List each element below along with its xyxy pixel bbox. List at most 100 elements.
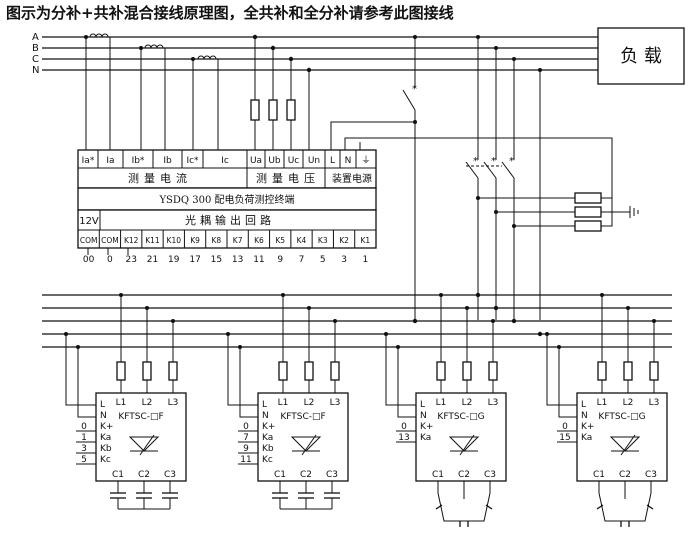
terminal-top-9: Un xyxy=(308,156,320,166)
terminal-top-2: Ib* xyxy=(132,156,145,166)
module-3-out-2: C3 xyxy=(645,470,657,480)
module-0-side-1: 1 xyxy=(81,433,87,443)
terminal-top-7: Ub xyxy=(268,156,281,166)
module-1-pin-3: Ka xyxy=(262,433,273,443)
wire-number-11: 5 xyxy=(320,255,326,265)
module-2-pin-3: Ka xyxy=(420,433,431,443)
module-0-side-2: 3 xyxy=(81,444,87,454)
module-3-side-0: 0 xyxy=(562,422,568,432)
module-1-pin-4: Kb xyxy=(262,444,274,454)
terminal-top-3: Ib xyxy=(163,156,172,166)
module-0-pin-3: Ka xyxy=(100,433,111,443)
load-box xyxy=(597,27,685,85)
module-2-out-2: C3 xyxy=(484,470,496,480)
load-label: 负 载 xyxy=(620,46,662,67)
terminal-top-12: ⏚ xyxy=(361,155,370,166)
module-1-out-0: C1 xyxy=(274,470,286,480)
module-3-pin-0: L xyxy=(581,400,586,410)
terminal-bottom-7: K7 xyxy=(233,236,243,245)
module-1-pin-0: L xyxy=(262,400,267,410)
group-current: 测量电流 xyxy=(128,171,192,185)
module-3-pin-3: Ka xyxy=(581,433,592,443)
module-2-side-0: 0 xyxy=(401,422,407,432)
module-2-model: KFTSC-□G xyxy=(437,412,484,422)
module-1-top-0: L1 xyxy=(278,398,289,408)
module-2-out-0: C1 xyxy=(432,470,444,480)
wire-number-13: 1 xyxy=(362,255,368,265)
terminal-top-8: Uc xyxy=(288,156,300,166)
terminal-top-11: N xyxy=(345,156,352,166)
ct-coil-a xyxy=(89,33,109,38)
wire-number-1: 0 xyxy=(107,255,113,265)
module-0-pin-0: L xyxy=(100,400,105,410)
module-2-top-2: L3 xyxy=(488,398,499,408)
svg-text:*: * xyxy=(509,156,514,167)
svg-text:*: * xyxy=(491,156,496,167)
diagram-title: 图示为分补+共补混合接线原理图，全共补和全分补请参考此图接线 xyxy=(6,4,454,22)
module-1-side-3: 11 xyxy=(240,455,251,465)
module-3-model: KFTSC-□G xyxy=(598,412,645,422)
terminal-bottom-11: K3 xyxy=(318,236,328,245)
module-0-out-0: C1 xyxy=(112,470,124,480)
terminal-bottom-9: K5 xyxy=(275,236,285,245)
top-bus: A B C N xyxy=(32,32,598,76)
ct-coil-b xyxy=(144,44,164,49)
module-1-model: KFTSC-□F xyxy=(280,412,325,422)
module-0-model: KFTSC-□F xyxy=(118,412,163,422)
module-1-side-0: 0 xyxy=(243,422,249,432)
module-0-pin-2: K+ xyxy=(100,422,113,432)
wire-number-9: 9 xyxy=(277,255,283,265)
module-0-out-2: C3 xyxy=(164,470,176,480)
terminal-block: YSDQ 300 配电负荷测控终端 12V 光耦输出回路 测量电流 测量电压 装… xyxy=(77,149,377,265)
module-1-side-2: 9 xyxy=(243,444,249,454)
module-1-out-2: C3 xyxy=(326,470,338,480)
voltage-12v: 12V xyxy=(79,216,99,227)
module-3-pin-2: K+ xyxy=(581,422,594,432)
module-0-side-0: 0 xyxy=(81,422,87,432)
module-2-pin-1: N xyxy=(420,411,427,421)
wire-number-7: 13 xyxy=(232,255,243,265)
terminal-bottom-13: K1 xyxy=(361,236,371,245)
module-0-top-2: L3 xyxy=(168,398,179,408)
ct-coil-c xyxy=(197,55,217,60)
terminal-top-0: Ia* xyxy=(82,156,95,166)
terminal-top-5: Ic xyxy=(221,156,229,166)
module-1-out-1: C2 xyxy=(300,470,312,480)
phase-label-c: C xyxy=(32,54,39,65)
module-2-side-1: 13 xyxy=(398,433,409,443)
terminal-bottom-10: K4 xyxy=(297,236,307,245)
module-3-top-2: L3 xyxy=(649,398,660,408)
phase-label-b: B xyxy=(32,43,39,54)
terminal-bottom-0: COM xyxy=(80,236,98,245)
module-0-top-0: L1 xyxy=(116,398,127,408)
module-1-side-1: 7 xyxy=(243,433,249,443)
module-3-top-1: L2 xyxy=(623,398,634,408)
device-name: YSDQ 300 配电负荷测控终端 xyxy=(158,193,294,206)
phase-label-a: A xyxy=(32,32,39,43)
terminal-bottom-3: K11 xyxy=(145,236,160,245)
wire-number-5: 17 xyxy=(189,255,200,265)
svg-text:*: * xyxy=(412,84,417,95)
phase-label-n: N xyxy=(32,65,39,76)
module-3-pin-1: N xyxy=(581,411,588,421)
terminal-bottom-4: K10 xyxy=(167,236,182,245)
wire-number-8: 11 xyxy=(253,255,264,265)
module-0-top-1: L2 xyxy=(142,398,153,408)
module-1-top-1: L2 xyxy=(304,398,315,408)
group-voltage: 测量电压 xyxy=(256,172,320,185)
module-0-side-3: 5 xyxy=(81,455,87,465)
module-1-pin-1: N xyxy=(262,411,269,421)
module-2-out-1: C2 xyxy=(458,470,470,480)
group-power: 装置电源 xyxy=(332,172,372,185)
module-2-pin-0: L xyxy=(420,400,425,410)
control-wires xyxy=(87,248,129,255)
module-2-top-1: L2 xyxy=(462,398,473,408)
module-0-pin-4: Kb xyxy=(100,444,112,454)
wire-number-4: 19 xyxy=(168,255,180,265)
